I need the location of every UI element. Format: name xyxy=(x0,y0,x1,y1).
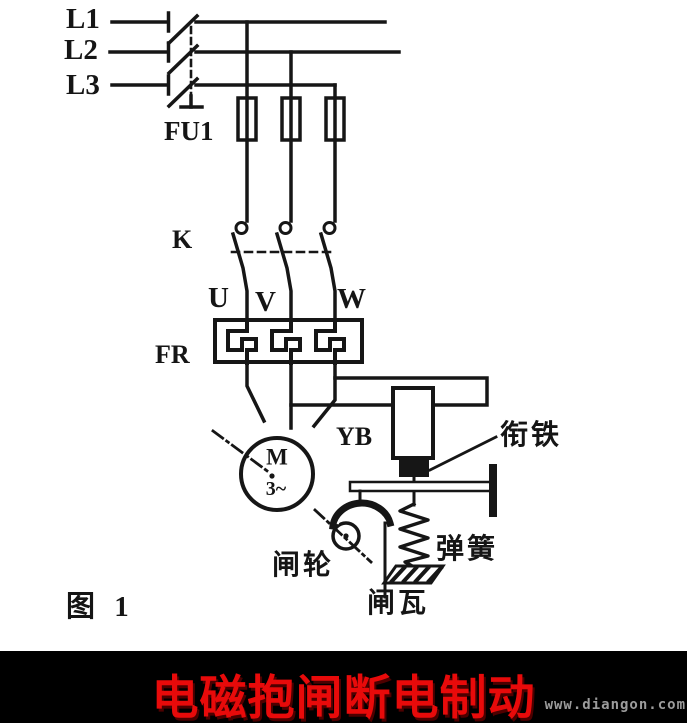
label-motor-m: M xyxy=(266,444,288,470)
brake-coil-yb-icon xyxy=(391,386,435,460)
figure-caption: 图 1 xyxy=(66,591,135,623)
phase-drop-wires xyxy=(245,20,337,223)
label-fuse-fu1: FU1 xyxy=(164,116,214,146)
label-terminal-v: V xyxy=(255,286,276,318)
watermark-text: www.diangon.com xyxy=(544,697,686,713)
label-terminal-w: W xyxy=(337,283,366,315)
motor-feed-wires xyxy=(245,360,489,430)
brake-mechanism xyxy=(329,464,497,599)
thermal-relay-fr-icon xyxy=(213,318,364,365)
label-motor-3ph: 3~ xyxy=(265,478,287,500)
label-contactor-k: K xyxy=(172,225,193,254)
brake-band-arc-inner xyxy=(336,506,387,525)
lever-fulcrum-post xyxy=(489,464,497,517)
label-phase-l2: L2 xyxy=(64,34,98,66)
label-brake-coil-yb: YB xyxy=(336,422,373,451)
brake-shoe-hatching xyxy=(389,565,444,584)
contactor-k-contacts-icon xyxy=(230,221,337,322)
brake-lever-bar xyxy=(348,480,497,493)
motor-symbol-icon xyxy=(239,436,315,512)
armature-leader-line xyxy=(428,435,498,472)
spring-icon xyxy=(398,501,430,570)
brake-band-arc xyxy=(329,499,395,530)
label-thermal-relay-fr: FR xyxy=(155,340,190,369)
label-phase-l1: L1 xyxy=(66,3,100,35)
circuit-diagram-linework xyxy=(108,11,498,599)
label-armature: 衔铁 xyxy=(500,420,563,451)
label-terminal-u: U xyxy=(208,282,229,314)
title-banner: 电磁抱闸断电制动 www.diangon.com xyxy=(0,651,687,725)
label-spring: 弹簧 xyxy=(436,534,499,565)
phase-bus-lines xyxy=(194,20,401,87)
label-phase-l3: L3 xyxy=(66,69,100,101)
label-brake-wheel: 闸轮 xyxy=(272,550,335,581)
banner-title: 电磁抱闸断电制动 xyxy=(151,673,536,725)
knife-switch-icon xyxy=(108,11,204,109)
shaft-axis-line xyxy=(211,429,373,564)
label-brake-shoe: 闸瓦 xyxy=(367,588,430,619)
armature-block-icon xyxy=(399,458,429,477)
